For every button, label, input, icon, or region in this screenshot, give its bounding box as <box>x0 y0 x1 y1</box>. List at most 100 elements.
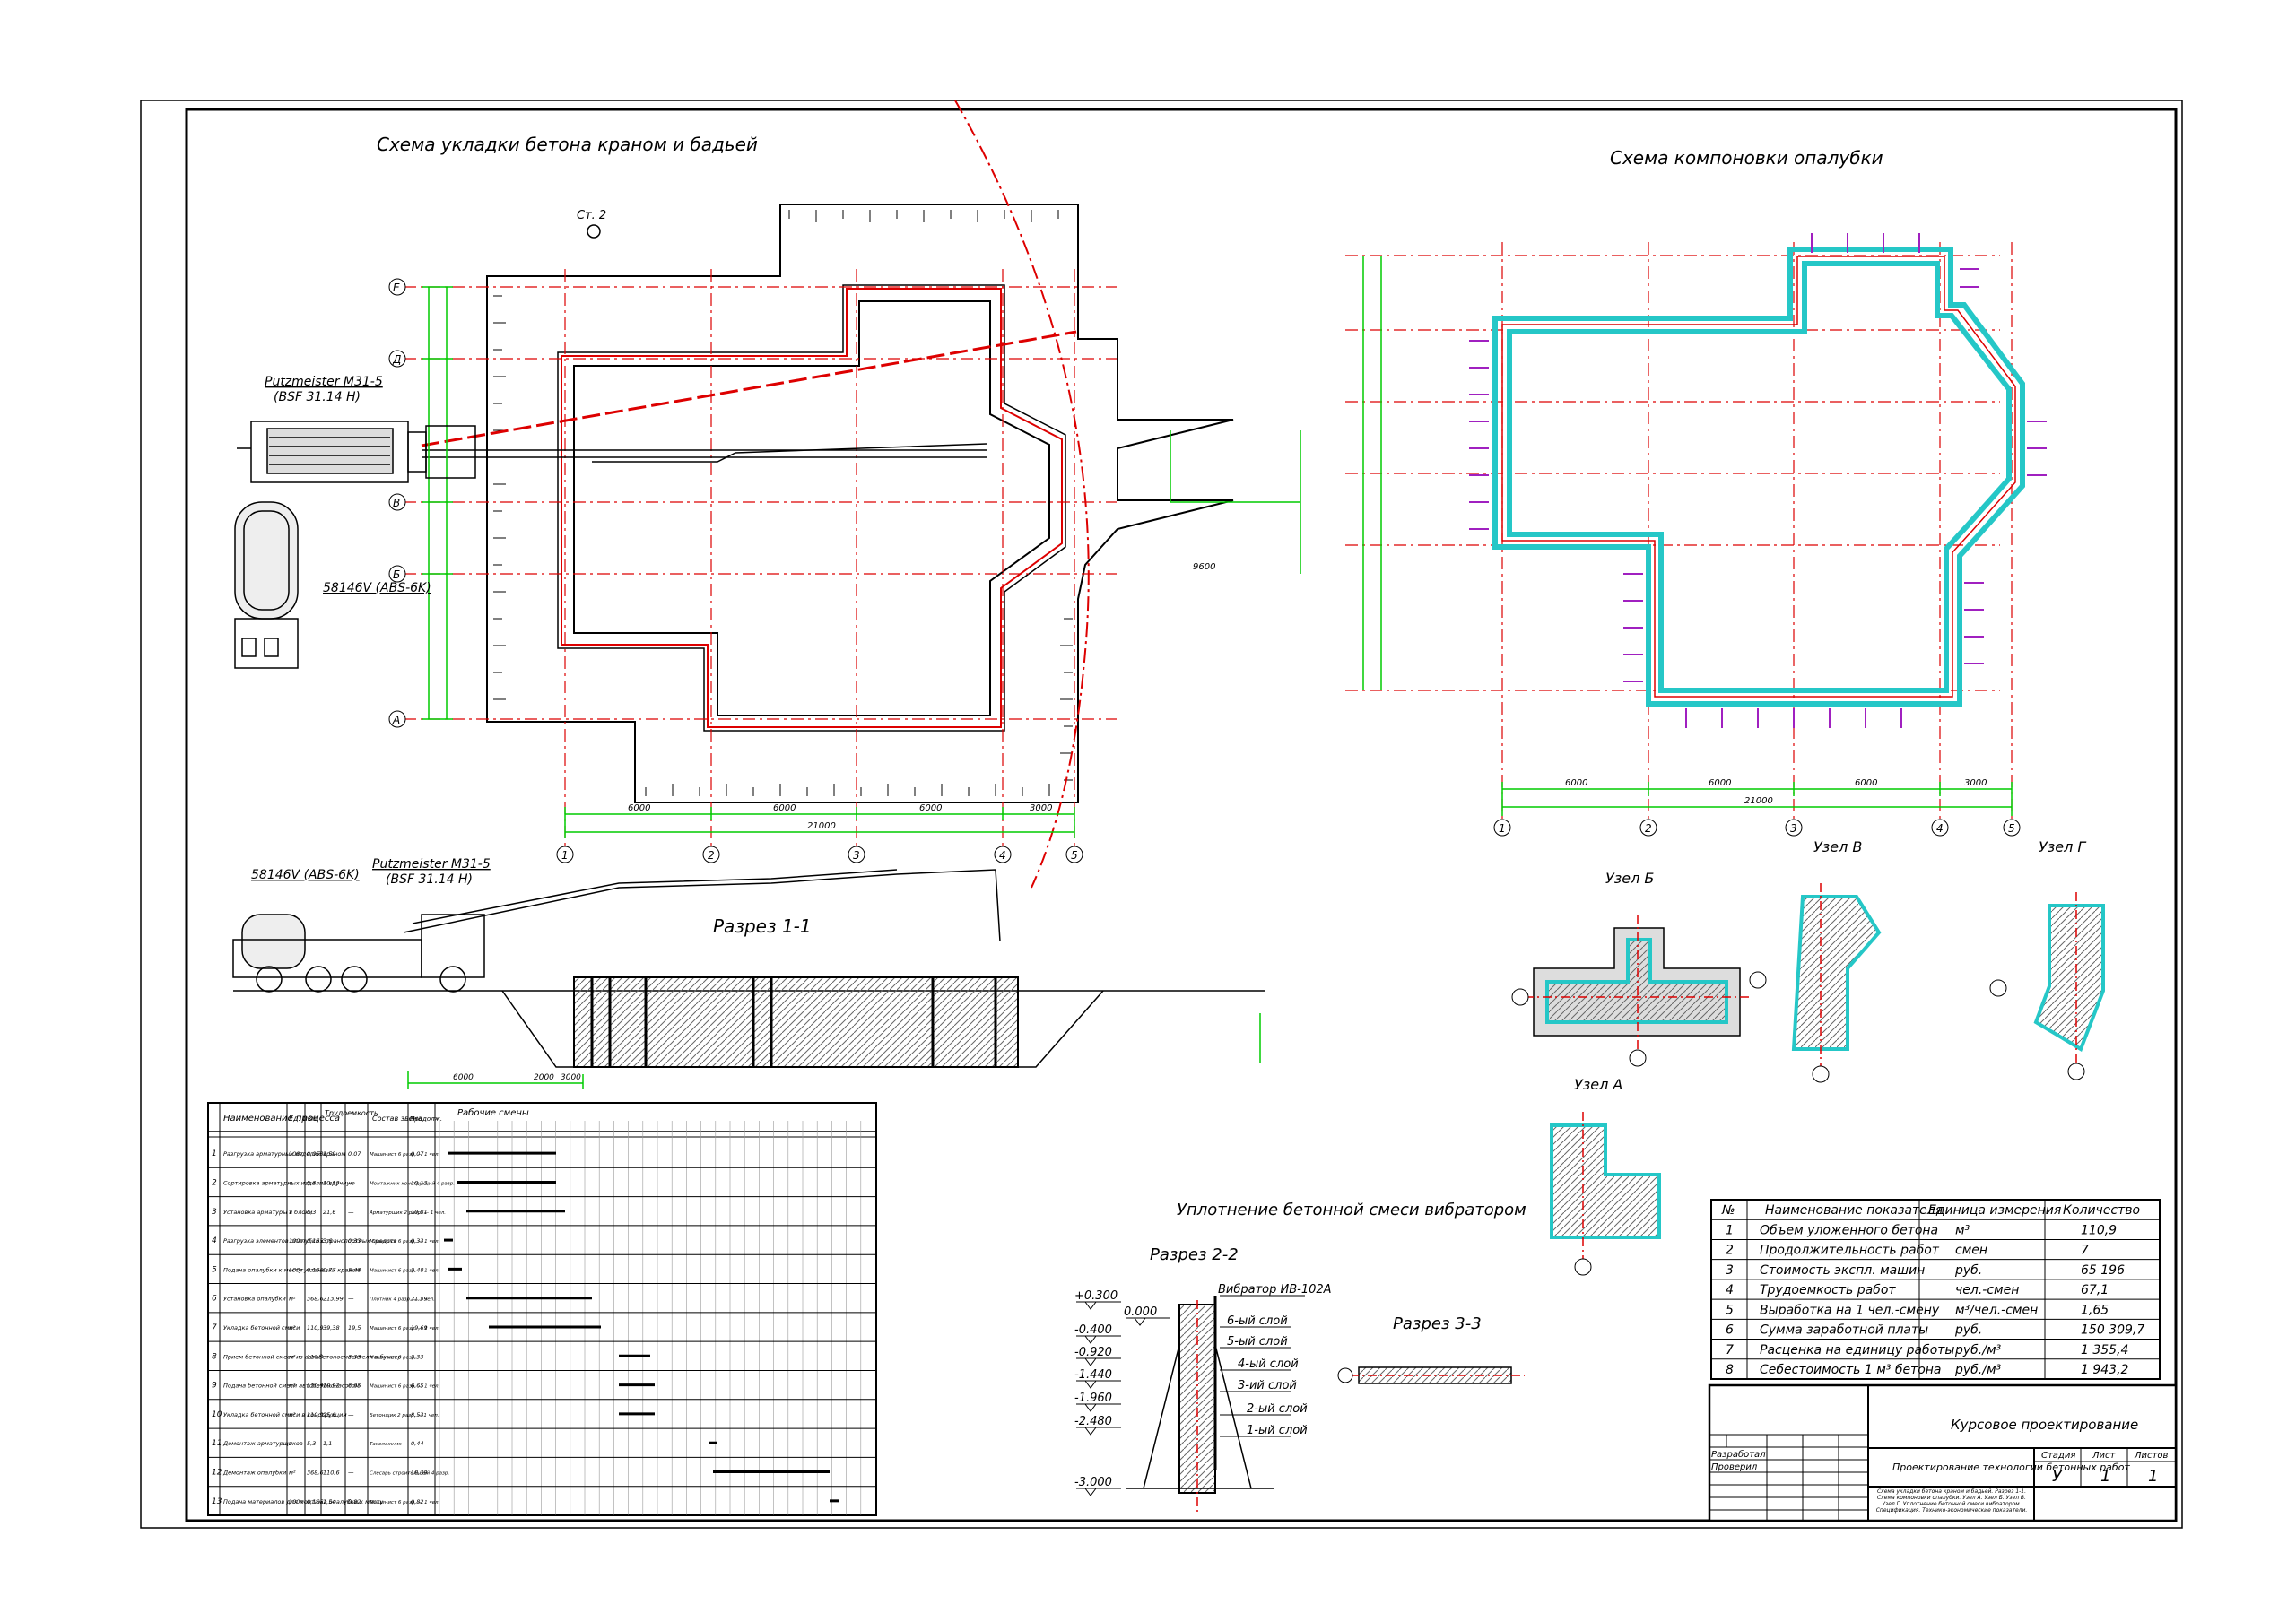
indicator-cell: 65 196 <box>2081 1263 2125 1278</box>
schedule-row-labor: 21,6 <box>323 1209 335 1216</box>
station-label: Ст. 2 <box>577 209 606 222</box>
schedule-row-machine: — <box>348 1470 354 1477</box>
schedule-row-machine: — <box>348 1179 354 1186</box>
crane-dim-1: 6000 <box>628 803 650 813</box>
schedule-row-machine: — <box>348 1296 354 1303</box>
schedule-row-number: 4 <box>212 1236 217 1245</box>
mixer-label-top: 58146V (ABS-6K) <box>323 581 431 595</box>
node-g: Узел Г <box>1989 838 2105 1080</box>
indicator-cell: 5 <box>1726 1303 1734 1317</box>
form-dim-3: 6000 <box>1855 778 1877 788</box>
crane-dim-2: 6000 <box>773 803 796 813</box>
schedule-row-labor: 25,6 <box>323 1411 335 1418</box>
indicator-cell: Продолжительность работ <box>1760 1244 1940 1258</box>
title-checked: Проверил <box>1711 1462 1758 1472</box>
schedule-row-volume: 110,9 <box>307 1353 324 1360</box>
form-axis-1: 1 <box>1499 822 1506 835</box>
indicator-cell: 1,65 <box>2081 1303 2109 1317</box>
layer-3: 3-ий слой <box>1238 1379 1297 1392</box>
pump-truck-side <box>232 869 1001 993</box>
schedule-row-labor: 110,6 <box>323 1470 340 1477</box>
section-dim-2000: 2000 <box>534 1073 554 1082</box>
crane-axis-letters: Е Д В Б А <box>388 278 406 728</box>
schedule-row-unit: т <box>289 1209 292 1216</box>
form-axis-2: 2 <box>1645 822 1652 835</box>
indicator-cell: чел.-смен <box>1955 1283 2019 1297</box>
schedule-row-machine: 0,07 <box>348 1150 361 1158</box>
title-description: Схема укладки бетона краном и бадьей. Ра… <box>1875 1488 2028 1514</box>
crane-reach-arc <box>954 100 1090 889</box>
schedule-row-machine: — <box>348 1209 354 1216</box>
title-sheets: 1 <box>2148 1467 2158 1486</box>
indicator-cell: Расценка на единицу работы <box>1760 1343 1954 1357</box>
level-mark: 0.000 <box>1124 1305 1157 1319</box>
pump-name-side: Putzmeister M31-5 <box>372 857 491 872</box>
axis-label-v: В <box>393 497 400 509</box>
form-dim-2: 6000 <box>1709 778 1731 788</box>
schedule-row-crew: Такелажник <box>370 1442 402 1447</box>
schedule-row-duration: 0,44 <box>411 1440 423 1447</box>
level-mark: -1.960 <box>1074 1392 1112 1405</box>
crane-dim-total: 21000 <box>807 821 836 831</box>
schedule-header-name: Наименование процесса <box>223 1114 340 1123</box>
schedule-row-labor: — <box>323 1353 329 1360</box>
pump-model-side: (BSF 31.14 H) <box>386 872 473 887</box>
schedule-row-labor: 3,6 <box>323 1237 332 1245</box>
schedule-row-crew: Машинист 6 разр. — 1 чел. <box>370 1384 440 1390</box>
schedule-row-number: 8 <box>212 1352 217 1361</box>
schedule-row-crew: Машинист 6 разр. — 1 чел. <box>370 1268 440 1273</box>
level-mark: +0.300 <box>1074 1289 1118 1303</box>
vibration-section: Уплотнение бетонной смеси вибратором Раз… <box>1074 1201 1526 1515</box>
schedule-row-duration: 6,65 <box>411 1383 423 1390</box>
indicator-cell: 8 <box>1726 1363 1734 1377</box>
slope-ticks <box>493 210 1073 796</box>
schedule-row-unit: м² <box>289 1296 296 1303</box>
title-sheets-label: Листов <box>2134 1451 2168 1461</box>
schedule-row-unit: 100т <box>289 1498 303 1505</box>
section-1-1: Разрез 1-1 58146V (ABS-6K) Putzmeister M… <box>232 857 1265 1089</box>
schedule-row-crew: Машинист 6 разр. — 1 чел. <box>370 1326 440 1331</box>
form-dim-1: 6000 <box>1565 778 1587 788</box>
title-course: Курсовое проектирование <box>1951 1417 2138 1433</box>
level-mark: -0.920 <box>1074 1346 1112 1359</box>
form-axis-3: 3 <box>1790 822 1797 835</box>
schedule-row-unit: 100т <box>289 1237 303 1245</box>
schedule-row-machine: 6,65 <box>348 1383 361 1390</box>
axis-label-2: 2 <box>708 849 715 862</box>
indicator-cell: 6 <box>1726 1323 1734 1338</box>
schedule-row-name: Подача опалубки к месту установки краном <box>223 1266 361 1273</box>
schedule-row-name: Разгрузка арматурных изделий краном <box>223 1150 345 1158</box>
title-block: Курсовое проектирование Проектирование т… <box>1708 1383 2178 1522</box>
pump-truck-top <box>237 421 476 483</box>
schedule-row-crew: Арматурщик 2 разр. — 1 чел. <box>369 1210 446 1216</box>
schedule-row-unit: м³ <box>289 1353 296 1360</box>
pump-boom-reach <box>421 330 1077 447</box>
outer-border <box>140 100 2183 1529</box>
schedule-row-number: 2 <box>212 1178 217 1187</box>
node-a: Узел А <box>1550 1076 1661 1276</box>
schedule-row-volume: 5,3 <box>307 1179 316 1186</box>
schedule-row-unit: 100т <box>289 1266 303 1273</box>
schedule-row-duration: 0,07 <box>411 1150 424 1158</box>
indicator-cell: 150 309,7 <box>2081 1323 2144 1338</box>
schedule-row-duration: 0,82 <box>411 1498 423 1505</box>
crane-dimensions <box>422 286 1301 838</box>
schedule-row-unit: м² <box>289 1470 296 1477</box>
station-marker <box>587 224 601 239</box>
schedule-row-unit: м³ <box>289 1324 296 1331</box>
axis-label-d: Д <box>392 353 401 366</box>
schedule-row-unit: м³ <box>289 1411 296 1418</box>
schedule-row-number: 5 <box>212 1265 217 1274</box>
formwork-dimensions <box>1362 256 2013 816</box>
title-sheet: 1 <box>2100 1467 2110 1486</box>
schedule-row-crew: Машинист 6 разр. — 1 чел. <box>370 1500 440 1505</box>
schedule-row-volume: 110,9 <box>307 1324 324 1331</box>
pump-boom <box>422 443 987 463</box>
formwork-scheme-title: Схема компоновки опалубки <box>1610 147 1883 169</box>
schedule-row-number: 12 <box>212 1469 222 1478</box>
crane-grid-horizontal <box>404 286 1117 720</box>
indicator-cell: руб. <box>1954 1263 1982 1278</box>
formwork-scheme: Схема компоновки опалубки <box>1345 147 2047 837</box>
formwork-black-inner <box>573 300 1050 716</box>
